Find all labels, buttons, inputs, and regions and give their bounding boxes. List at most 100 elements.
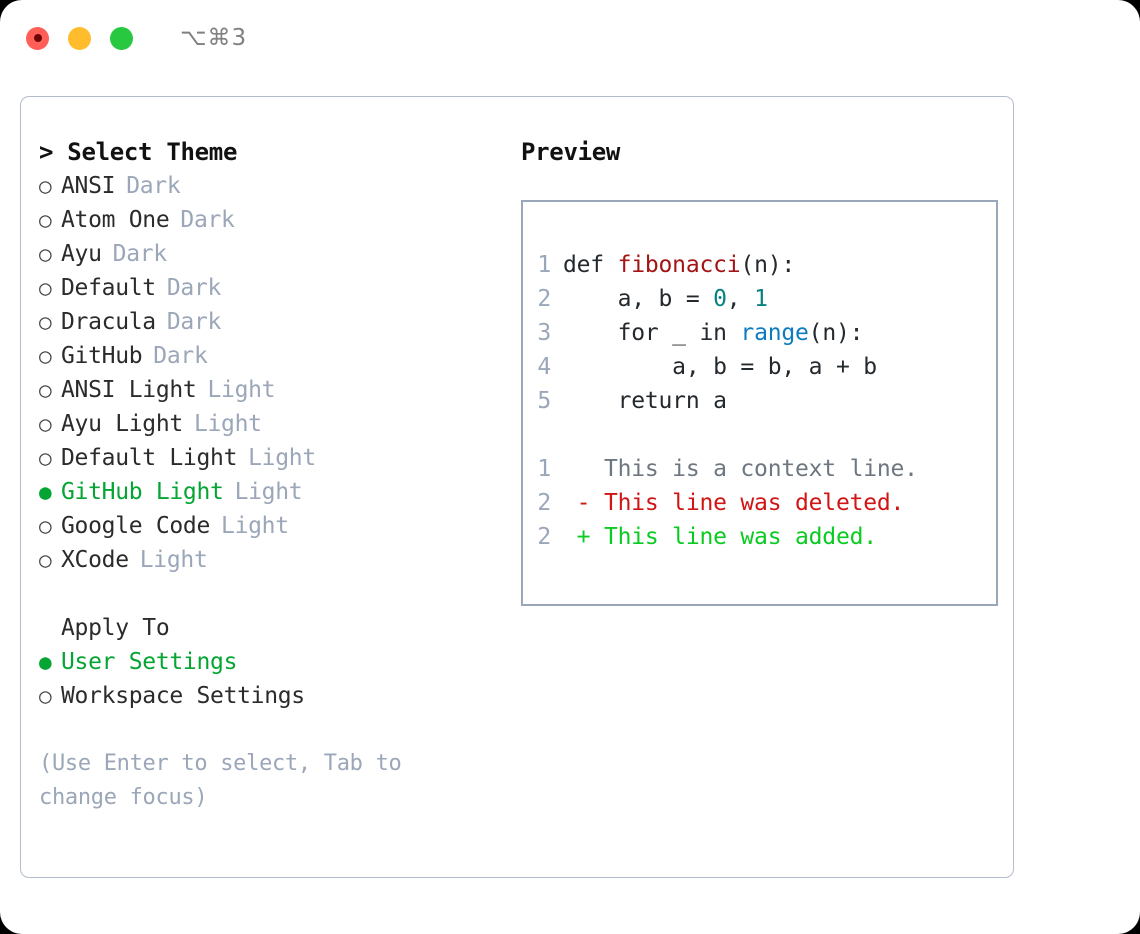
- theme-option-ayu[interactable]: ○ Ayu Dark: [39, 237, 499, 271]
- apply-to-option-label: Workspace Settings: [61, 683, 305, 709]
- theme-option-label: Ayu Light: [61, 411, 183, 437]
- diff-line: 2 - This line was deleted.: [537, 486, 996, 520]
- code-line-number: 4: [537, 354, 551, 380]
- radio-unselected-icon: ○: [39, 514, 52, 538]
- keyboard-shortcut-label: ⌥⌘3: [180, 25, 248, 51]
- diff-line-number: 1: [537, 456, 551, 482]
- theme-option-xcode[interactable]: ○ XCode Light: [39, 543, 499, 577]
- theme-variant-tag: Dark: [153, 343, 208, 369]
- diff-line-content: This is a context line.: [563, 456, 918, 482]
- title-bar: ⌥⌘3: [0, 0, 1140, 76]
- diff-sample: 1 This is a context line.2 - This line w…: [537, 452, 996, 554]
- diff-line-content: + This line was added.: [563, 524, 877, 550]
- theme-option-label: Ayu: [61, 241, 102, 267]
- traffic-light-group: [26, 26, 133, 50]
- radio-unselected-icon: ○: [39, 174, 52, 198]
- theme-variant-tag: Dark: [166, 309, 222, 335]
- theme-option-label: GitHub Light: [61, 479, 224, 505]
- diff-line-number: 2: [537, 490, 551, 516]
- theme-option-ansi-light[interactable]: ○ ANSI Light Light: [39, 373, 499, 407]
- code-token: a, b = b, a + b: [563, 354, 877, 380]
- code-line-content: a, b = b, a + b: [563, 350, 877, 384]
- radio-unselected-icon: ○: [39, 276, 52, 300]
- radio-selected-icon: ●: [39, 650, 52, 674]
- theme-variant-tag: Dark: [112, 241, 168, 267]
- theme-variant-tag: Dark: [126, 173, 181, 199]
- apply-to-option-user-settings[interactable]: ● User Settings: [39, 645, 499, 679]
- radio-unselected-icon: ○: [39, 446, 52, 470]
- radio-unselected-icon: ○: [39, 378, 52, 402]
- code-line-content: a, b = 0, 1: [563, 282, 768, 316]
- code-line: 3 for _ in range(n):: [537, 316, 996, 350]
- apply-to-option-list[interactable]: ● User Settings ○ Workspace Settings: [39, 645, 499, 713]
- code-token: ,: [726, 286, 755, 312]
- code-line-number: 5: [537, 388, 551, 414]
- code-line: 2 a, b = 0, 1: [537, 282, 996, 316]
- theme-option-label: Atom One: [61, 207, 170, 233]
- radio-unselected-icon: ○: [39, 310, 52, 334]
- theme-variant-tag: Light: [248, 445, 316, 471]
- code-token: fibonacci: [617, 252, 741, 278]
- theme-variant-tag: Dark: [166, 275, 222, 301]
- theme-option-default[interactable]: ○ Default Dark: [39, 271, 499, 305]
- theme-option-label: ANSI Light: [61, 377, 197, 403]
- theme-variant-tag: Light: [139, 547, 208, 573]
- code-token: range: [740, 320, 809, 346]
- code-token: 1: [754, 286, 768, 312]
- code-token: (n):: [740, 252, 796, 278]
- theme-option-default-light[interactable]: ○ Default Light Light: [39, 441, 499, 475]
- theme-option-label: Default: [61, 275, 156, 301]
- diff-line-content: - This line was deleted.: [563, 490, 905, 516]
- theme-variant-tag: Light: [221, 513, 289, 539]
- theme-option-label: Google Code: [61, 513, 211, 539]
- code-line: 4 a, b = b, a + b: [537, 350, 996, 384]
- theme-variant-tag: Light: [193, 411, 262, 437]
- diff-line: 2 + This line was added.: [537, 520, 996, 554]
- code-line-content: return a: [563, 384, 727, 418]
- close-button[interactable]: [26, 26, 49, 50]
- code-token: a, b =: [563, 286, 714, 312]
- theme-option-github-light[interactable]: ● GitHub Light Light: [39, 475, 499, 509]
- apply-to-option-label: User Settings: [61, 649, 238, 675]
- close-active-dot: [33, 34, 42, 42]
- code-line-number: 2: [537, 286, 551, 312]
- theme-variant-tag: Light: [207, 377, 276, 403]
- radio-unselected-icon: ○: [39, 242, 52, 266]
- code-line-content: for _ in range(n):: [563, 316, 864, 350]
- diff-line-number: 2: [537, 524, 551, 550]
- theme-option-label: XCode: [61, 547, 129, 573]
- theme-option-dracula[interactable]: ○ Dracula Dark: [39, 305, 499, 339]
- diff-line: 1 This is a context line.: [537, 452, 996, 486]
- code-token: (n):: [808, 320, 864, 346]
- maximize-button[interactable]: [110, 26, 133, 50]
- theme-option-google-code[interactable]: ○ Google Code Light: [39, 509, 499, 543]
- code-line-number: 3: [537, 320, 551, 346]
- radio-unselected-icon: ○: [39, 344, 52, 368]
- minimize-button[interactable]: [68, 26, 91, 50]
- theme-option-label: Dracula: [61, 309, 156, 335]
- code-token: def: [563, 252, 618, 278]
- theme-variant-tag: Dark: [180, 207, 235, 233]
- theme-option-atom-one[interactable]: ○ Atom One Dark: [39, 203, 499, 237]
- code-token: return a: [563, 388, 727, 414]
- theme-variant-tag: Light: [234, 479, 303, 505]
- radio-unselected-icon: ○: [39, 548, 52, 572]
- select-theme-header: > Select Theme: [39, 138, 238, 166]
- radio-unselected-icon: ○: [39, 208, 52, 232]
- apply-to-option-workspace-settings[interactable]: ○ Workspace Settings: [39, 679, 499, 713]
- radio-selected-icon: ●: [39, 480, 52, 504]
- code-token: 0: [713, 286, 727, 312]
- theme-option-label: Default Light: [61, 445, 238, 471]
- radio-unselected-icon: ○: [39, 684, 52, 708]
